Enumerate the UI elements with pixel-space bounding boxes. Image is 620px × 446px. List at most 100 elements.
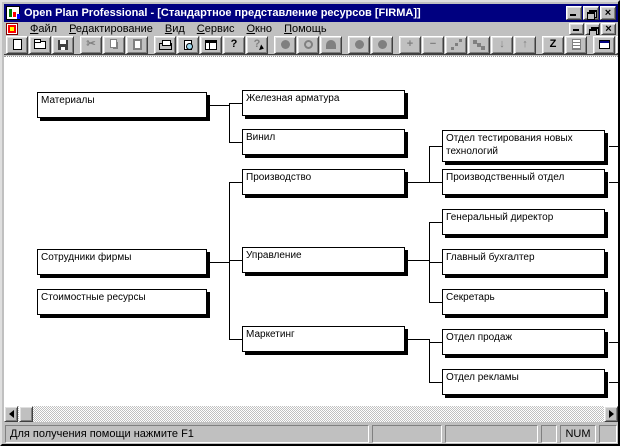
arrow-left-icon xyxy=(8,410,14,418)
shape-ring-button[interactable] xyxy=(297,35,319,54)
remove-button[interactable]: − xyxy=(422,35,444,54)
menu-item-help[interactable]: Помощь xyxy=(284,22,327,35)
tree-node-chief-accountant[interactable]: Главный бухгалтер xyxy=(442,249,605,275)
connector-line xyxy=(208,262,229,263)
status-panel xyxy=(445,425,538,443)
status-message: Для получения помощи нажмите F1 xyxy=(5,425,369,443)
shape-circle-button[interactable] xyxy=(274,35,296,54)
paste-icon xyxy=(132,39,142,50)
shape-dome-button[interactable] xyxy=(320,35,342,54)
new-document-button[interactable] xyxy=(6,35,28,54)
title-bar[interactable]: Open Plan Professional - [Стандартное пр… xyxy=(4,4,618,22)
arrow-down-icon: ↓ xyxy=(499,38,505,50)
tree-node-general-director[interactable]: Генеральный директор xyxy=(442,209,605,235)
shape-circle2-button[interactable] xyxy=(348,35,370,54)
connector-line xyxy=(229,182,230,340)
doc-minimize-button[interactable] xyxy=(569,22,584,35)
connector-line xyxy=(609,146,618,147)
zoom-z-icon: Z xyxy=(549,38,557,50)
connector-line xyxy=(406,182,429,183)
connector-line xyxy=(429,262,442,263)
tree-node-management[interactable]: Управление xyxy=(242,247,405,273)
move-up-button[interactable]: ↑ xyxy=(514,35,536,54)
link-button[interactable] xyxy=(445,35,467,54)
tree-node-materials[interactable]: Материалы xyxy=(37,92,207,118)
tree-node-sales-dept[interactable]: Отдел продаж xyxy=(442,329,605,355)
connector-line xyxy=(609,382,618,383)
notes-icon xyxy=(571,39,581,50)
connector-line xyxy=(609,182,618,183)
app-icon[interactable] xyxy=(6,6,20,20)
tree-node-marketing[interactable]: Маркетинг xyxy=(242,326,405,352)
connector-line xyxy=(429,342,442,343)
steps-button[interactable] xyxy=(468,35,490,54)
paste-button[interactable] xyxy=(126,35,148,54)
print-icon xyxy=(158,40,172,50)
connector-line xyxy=(429,382,442,383)
tree-node-company-staff[interactable]: Сотрудники фирмы xyxy=(37,249,207,275)
doc-close-button[interactable]: × xyxy=(601,22,616,35)
cascade-button[interactable] xyxy=(616,35,618,54)
tree-node-secretary[interactable]: Секретарь xyxy=(442,289,605,315)
menu-item-view[interactable]: Вид xyxy=(164,22,185,35)
tree-node-vinyl[interactable]: Винил xyxy=(242,129,405,155)
dome-shape-icon xyxy=(326,40,336,49)
tree-node-iron-fittings[interactable]: Железная арматура xyxy=(242,90,405,116)
status-panel xyxy=(599,425,617,443)
scroll-right-button[interactable] xyxy=(604,406,618,422)
scroll-thumb[interactable] xyxy=(19,406,33,422)
tree-node-production[interactable]: Производство xyxy=(242,169,405,195)
views-icon xyxy=(205,39,217,50)
connector-line xyxy=(229,182,242,183)
save-button[interactable] xyxy=(52,35,74,54)
move-down-button[interactable]: ↓ xyxy=(491,35,513,54)
window-icon xyxy=(598,40,610,49)
copy-button[interactable] xyxy=(103,35,125,54)
open-button[interactable] xyxy=(29,35,51,54)
print-button[interactable] xyxy=(154,35,176,54)
cut-button[interactable]: ✂ xyxy=(80,35,102,54)
circle-shape-icon-2 xyxy=(377,40,387,49)
shape-circle3-button[interactable] xyxy=(371,35,393,54)
context-help-icon: ? xyxy=(253,38,261,50)
close-button[interactable]: × xyxy=(600,6,616,20)
horizontal-scrollbar[interactable] xyxy=(4,406,618,422)
connector-line xyxy=(429,146,442,147)
link-dots-icon xyxy=(454,43,458,46)
window-view-button[interactable] xyxy=(593,35,615,54)
help-icon: ? xyxy=(230,38,238,50)
ring-shape-icon xyxy=(303,40,313,49)
save-icon xyxy=(58,39,68,50)
help-button[interactable]: ? xyxy=(223,35,245,54)
add-button[interactable]: + xyxy=(399,35,421,54)
restore-button[interactable] xyxy=(583,6,599,20)
menu-item-service[interactable]: Сервис xyxy=(196,22,235,35)
views-button[interactable] xyxy=(200,35,222,54)
menu-bar: Файл Редактирование Вид Сервис Окно Помо… xyxy=(4,22,618,37)
connector-line xyxy=(229,103,230,143)
doc-restore-button[interactable] xyxy=(585,22,600,37)
arrow-right-icon xyxy=(608,410,614,418)
connector-line xyxy=(406,339,429,340)
zoom-button[interactable]: Z xyxy=(542,35,564,54)
menu-item-window[interactable]: Окно xyxy=(246,22,273,35)
scroll-left-button[interactable] xyxy=(4,406,18,422)
tree-node-new-tech-testing-dept[interactable]: Отдел тестирования новых технологий xyxy=(442,130,605,162)
connector-line xyxy=(609,342,618,343)
context-help-button[interactable]: ? xyxy=(246,35,268,54)
notes-button[interactable] xyxy=(565,35,587,54)
connector-line xyxy=(229,339,242,340)
new-document-icon xyxy=(12,39,22,50)
status-panel xyxy=(372,425,442,443)
document-system-menu-icon[interactable] xyxy=(6,22,18,35)
menu-item-file[interactable]: Файл xyxy=(30,22,58,35)
toolbar: ✂ ? ? + − ↓ ↑ Z xyxy=(4,35,618,55)
tree-node-advertising-dept[interactable]: Отдел рекламы xyxy=(442,369,605,395)
menu-item-edit[interactable]: Редактирование xyxy=(69,22,153,35)
page-break-line xyxy=(4,56,618,57)
print-preview-button[interactable] xyxy=(177,35,199,54)
tree-node-cost-resources[interactable]: Стоимостные ресурсы xyxy=(37,289,207,315)
connector-line xyxy=(229,142,242,143)
tree-node-production-dept[interactable]: Производственный отдел xyxy=(442,169,605,195)
minimize-button[interactable] xyxy=(566,6,582,20)
